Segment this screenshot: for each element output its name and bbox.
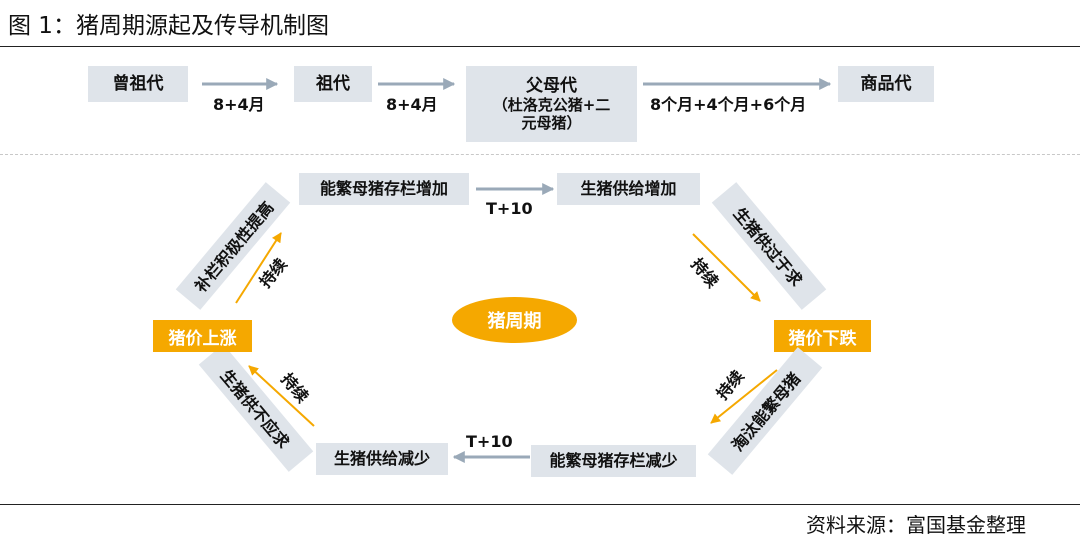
box-supply-down: 生猪供给减少 xyxy=(316,443,448,475)
gen-great-grandparent: 曾祖代 xyxy=(88,66,188,102)
box-price-down: 猪价下跌 xyxy=(774,320,871,352)
gen-parent: 父母代 （杜洛克公猪+二 元母猪） xyxy=(466,66,637,142)
lag-bottom: T+10 xyxy=(466,432,513,451)
gen-parent-line3: 元母猪） xyxy=(521,114,582,133)
lag-g3-g4: 8个月+4个月+6个月 xyxy=(650,95,807,114)
box-sow-inventory-up: 能繁母猪存栏增加 xyxy=(299,173,469,205)
box-sow-inventory-down: 能繁母猪存栏减少 xyxy=(531,445,696,477)
gen-parent-line2: （杜洛克公猪+二 xyxy=(492,96,611,115)
lag-top: T+10 xyxy=(486,199,533,218)
box-price-up: 猪价上涨 xyxy=(153,320,252,352)
section-divider xyxy=(0,154,1080,155)
lag-g1-g2: 8+4月 xyxy=(213,95,265,114)
figure-title: 图 1：猪周期源起及传导机制图 xyxy=(8,13,329,39)
lag-g2-g3: 8+4月 xyxy=(386,95,438,114)
box-supply-up: 生猪供给增加 xyxy=(557,173,700,205)
gen-grandparent: 祖代 xyxy=(294,66,372,102)
arrow-left-upper xyxy=(235,232,282,304)
arrow-left-lower xyxy=(248,365,315,427)
gen-commercial: 商品代 xyxy=(838,66,934,102)
arrow-right-lower xyxy=(710,369,778,424)
title-rule xyxy=(0,46,1080,47)
arrow-right-upper xyxy=(692,233,761,302)
center-pig-cycle: 猪周期 xyxy=(452,297,577,343)
gen-parent-line1: 父母代 xyxy=(526,75,577,96)
source-rule xyxy=(0,504,1080,505)
source-note: 资料来源：富国基金整理 xyxy=(806,513,1026,537)
